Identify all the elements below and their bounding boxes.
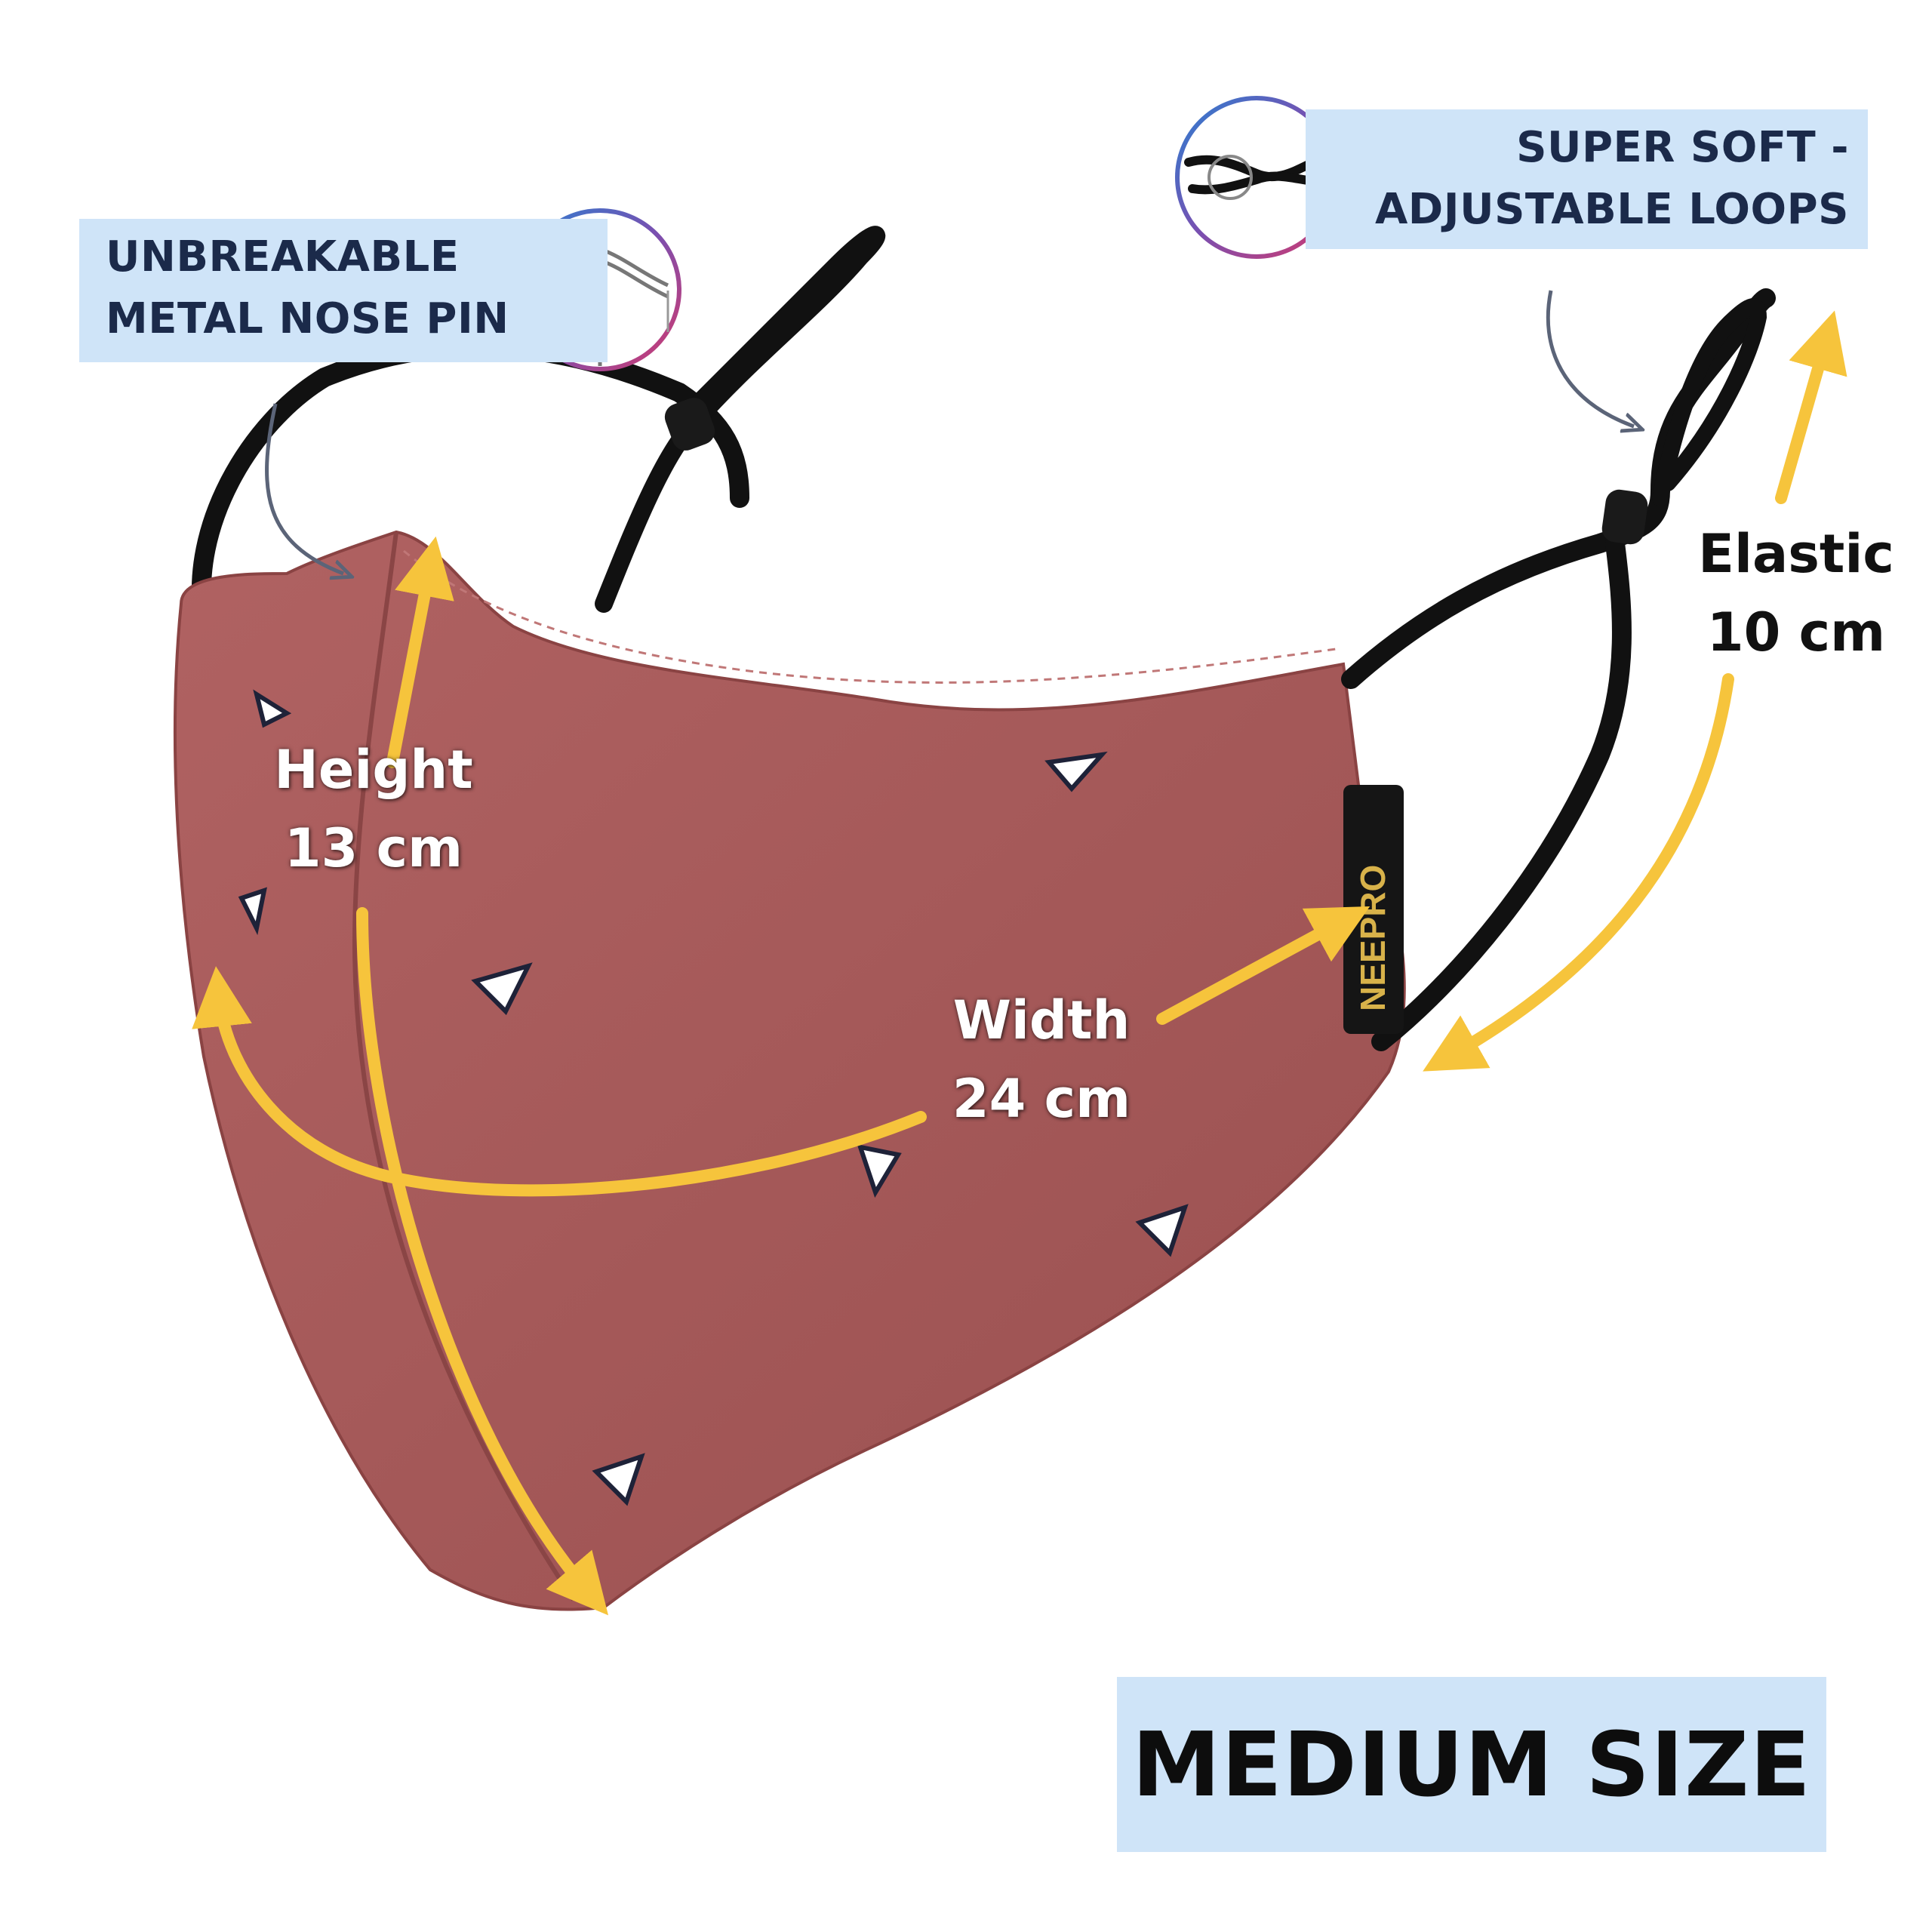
elastic-arrow-lower [1423, 673, 1734, 1072]
nose-pin-line2: METAL NOSE PIN [106, 294, 509, 343]
height-label: Height 13 cm [253, 731, 494, 888]
loops-pointer [1546, 290, 1634, 426]
loops-line2: ADJUSTABLE LOOPS [1374, 185, 1849, 234]
elastic-label-value: 10 cm [1706, 601, 1886, 663]
mask-pattern [238, 689, 1189, 1506]
elastic-label-title: Elastic [1698, 523, 1894, 585]
nose-pin-callout-text: UNBREAKABLE METAL NOSE PIN [106, 226, 509, 350]
elastic-label: Elastic 10 cm [1683, 515, 1909, 672]
left-loop-stopper [664, 398, 715, 451]
height-arrow-lower [356, 907, 609, 1616]
width-arrow-right [1156, 906, 1371, 1025]
nose-pin-callout [79, 219, 608, 362]
loops-callout-text: SUPER SOFT - ADJUSTABLE LOOPS [1351, 117, 1849, 241]
brand-tag-text: NEEPRO [1353, 865, 1392, 1011]
loops-line1: SUPER SOFT - [1516, 123, 1849, 172]
mask-center-seam [352, 531, 576, 1601]
right-loop-upper [1652, 298, 1767, 506]
width-label: Width 24 cm [928, 981, 1155, 1138]
nose-pin-pointer [265, 403, 343, 574]
height-arrow [386, 536, 454, 768]
nose-pin-line1: UNBREAKABLE [106, 232, 460, 281]
right-loop-lower [1371, 534, 1632, 1051]
elastic-arrow-upper [1775, 310, 1847, 504]
size-badge: MEDIUM SIZE [1117, 1677, 1826, 1852]
brand-tag [1343, 785, 1404, 1034]
height-label-value: 13 cm [284, 817, 463, 879]
width-label-title: Width [952, 989, 1131, 1051]
dimension-arrows [192, 310, 1847, 1616]
right-loop-stopper [1601, 489, 1648, 545]
height-label-title: Height [274, 739, 473, 801]
mask-body [173, 530, 1406, 1611]
left-loop-upper [595, 226, 886, 613]
size-label: MEDIUM SIZE [1131, 1712, 1812, 1817]
width-label-value: 24 cm [952, 1068, 1131, 1130]
width-arrow-left [192, 966, 927, 1197]
right-ear-loop [1341, 288, 1776, 689]
loops-callout [1306, 109, 1868, 249]
